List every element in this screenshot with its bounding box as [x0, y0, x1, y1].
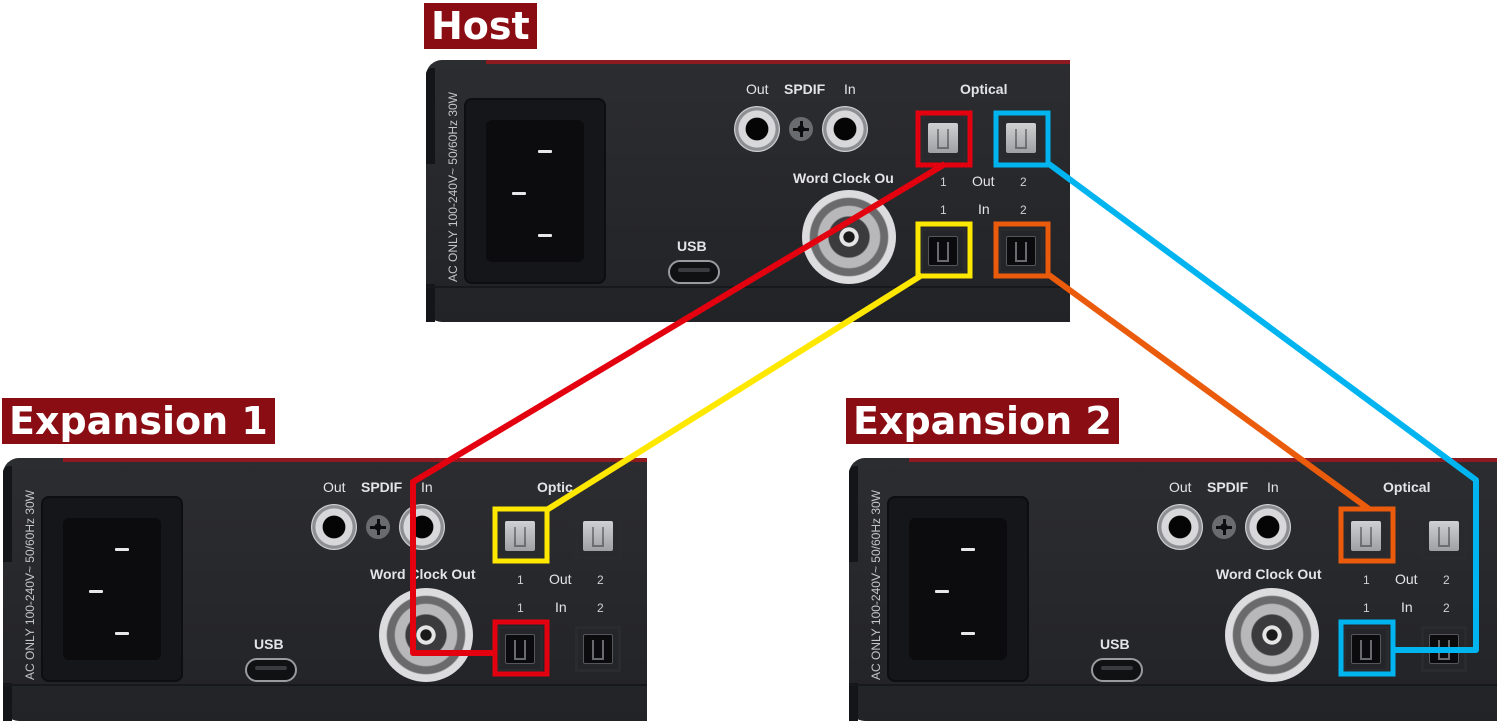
optical-in-label: In: [1401, 599, 1413, 615]
usb-label: USB: [254, 636, 284, 652]
usb-port: [245, 658, 297, 682]
spdif-in-jack: [822, 106, 868, 152]
screw-icon: [1212, 515, 1236, 539]
host-optical-in-1: [920, 228, 966, 274]
spdif-in-label: In: [844, 81, 856, 97]
optical-label: Optical: [960, 81, 1008, 97]
yellow-cable: [543, 272, 924, 514]
blue-highlight-exp2-in-1: [1338, 619, 1396, 677]
optical-in-2-label: 2: [597, 601, 604, 615]
expansion-2-device: AC ONLY 100-240V~ 50/60Hz 30W Out SPDIF …: [849, 458, 1497, 721]
exp1-optical-in-2: [575, 626, 621, 672]
spdif-out-label: Out: [323, 479, 346, 495]
spdif-out-jack: [1157, 504, 1203, 550]
expansion-1-device: AC ONLY 100-240V~ 50/60Hz 30W Out SPDIF …: [3, 458, 647, 721]
orange-cable: [1047, 272, 1371, 512]
spdif-label: SPDIF: [1207, 479, 1249, 495]
optical-in-1-label: 1: [940, 203, 947, 217]
optical-in-1-label: 1: [517, 601, 524, 615]
blue-cable: [1047, 161, 1479, 653]
optical-label: Optic: [537, 479, 573, 495]
red-highlight-host-out-1: [915, 110, 973, 168]
exp1-optical-in-1: [497, 626, 543, 672]
optical-label: Optical: [1383, 479, 1431, 495]
optical-out-1-label: 1: [940, 175, 947, 189]
power-inlet: [41, 496, 183, 682]
exp2-optical-in-1: [1343, 626, 1389, 672]
host-device: AC ONLY 100-240V~ 50/60Hz 30W Out SPDIF …: [426, 60, 1070, 322]
spdif-in-label: In: [421, 479, 433, 495]
expansion-1-title: Expansion 1: [2, 398, 275, 444]
orange-highlight-host-in-2: [993, 221, 1051, 279]
optical-out-2-label: 2: [1020, 175, 1027, 189]
spdif-out-label: Out: [746, 81, 769, 97]
spdif-in-jack: [1245, 504, 1291, 550]
exp1-optical-out-1: [497, 513, 543, 559]
power-inlet: [887, 496, 1029, 682]
spdif-label: SPDIF: [784, 81, 826, 97]
spdif-out-jack: [311, 504, 357, 550]
screw-icon: [789, 117, 813, 141]
optical-out-1-label: 1: [1363, 573, 1370, 587]
exp1-optical-out-2: [575, 513, 621, 559]
word-clock-label: Word Clock Out: [370, 566, 476, 582]
optical-in-1-label: 1: [1363, 601, 1370, 615]
host-optical-in-2: [998, 228, 1044, 274]
yellow-highlight-host-in-1: [915, 221, 973, 279]
word-clock-label: Word Clock Ou: [793, 170, 894, 186]
red-cable: [410, 161, 947, 656]
spdif-label: SPDIF: [361, 479, 403, 495]
expansion-2-title: Expansion 2: [846, 398, 1119, 444]
word-clock-bnc: [1225, 588, 1319, 682]
power-inlet: [464, 98, 606, 284]
optical-out-label: Out: [972, 173, 995, 189]
usb-label: USB: [1100, 636, 1130, 652]
blue-highlight-host-out-2: [993, 110, 1051, 168]
optical-out-2-label: 2: [597, 573, 604, 587]
optical-out-2-label: 2: [1443, 573, 1450, 587]
optical-out-label: Out: [549, 571, 572, 587]
host-optical-out-1: [920, 115, 966, 161]
usb-label: USB: [677, 238, 707, 254]
optical-in-label: In: [555, 599, 567, 615]
exp2-optical-out-2: [1421, 513, 1467, 559]
spdif-out-label: Out: [1169, 479, 1192, 495]
yellow-highlight-exp1-out-1: [492, 506, 550, 564]
usb-port: [668, 260, 720, 284]
spdif-in-jack: [399, 504, 445, 550]
spdif-in-label: In: [1267, 479, 1279, 495]
optical-out-label: Out: [1395, 571, 1418, 587]
optical-in-2-label: 2: [1020, 203, 1027, 217]
word-clock-label: Word Clock Out: [1216, 566, 1322, 582]
optical-in-label: In: [978, 201, 990, 217]
host-optical-out-2: [998, 115, 1044, 161]
optical-out-1-label: 1: [517, 573, 524, 587]
screw-icon: [366, 515, 390, 539]
orange-highlight-exp2-out-1: [1338, 506, 1396, 564]
host-title: Host: [424, 3, 537, 49]
red-highlight-exp1-in-1: [492, 619, 550, 677]
exp2-optical-out-1: [1343, 513, 1389, 559]
word-clock-bnc: [379, 588, 473, 682]
spdif-out-jack: [734, 106, 780, 152]
optical-in-2-label: 2: [1443, 601, 1450, 615]
usb-port: [1091, 658, 1143, 682]
